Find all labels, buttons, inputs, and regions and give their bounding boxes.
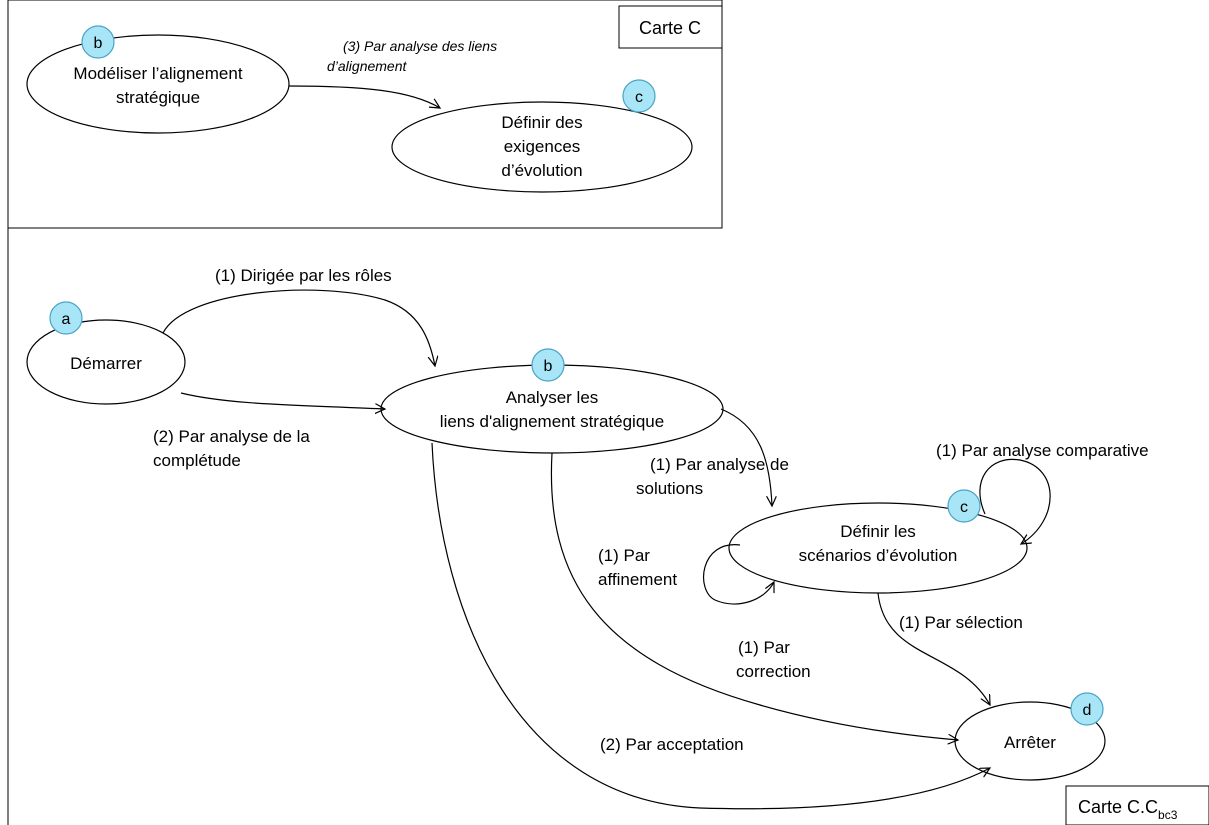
map-c-badge-c-text: c	[635, 89, 643, 106]
badge-b: b	[531, 348, 565, 382]
map-c-badge-b-text: b	[94, 35, 103, 52]
node-a-label: Démarrer	[70, 354, 142, 373]
badge-b-text: b	[544, 358, 553, 375]
edge-b-d-acceptation	[431, 442, 990, 810]
map-c-node-b-line2: stratégique	[116, 88, 200, 107]
map-c-badge-b: b	[81, 25, 115, 59]
map-c-edge-b-c-label-2: d’alignement	[327, 58, 407, 74]
map-c-edge-b-c	[288, 85, 440, 108]
edge-a-b-completude-label-1: (2) Par analyse de la	[153, 427, 310, 446]
badge-c-text: c	[960, 499, 968, 516]
map-c-node-c-line2: exigences	[504, 137, 581, 156]
edge-c-c-affinement-label-2: affinement	[598, 570, 677, 589]
edge-c-c-affinement-label-1: (1) Par	[598, 546, 650, 565]
map-c-node-c-line3: d’évolution	[501, 161, 582, 180]
map-c-badge-c: c	[622, 79, 656, 113]
map-cc-title: Carte C.Cbc3	[1078, 797, 1178, 822]
node-c-line2: scénarios d’évolution	[799, 546, 958, 565]
edge-c-c-affinement	[702, 544, 774, 605]
edge-c-c-comparative	[979, 458, 1051, 544]
edge-b-c-solutions	[720, 408, 772, 506]
map-c-node-b: Modéliser l’alignement stratégique	[26, 34, 290, 134]
badge-a-text: a	[62, 311, 71, 328]
edge-c-d-selection-label: (1) Par sélection	[899, 613, 1023, 632]
edge-a-b-roles-label: (1) Dirigée par les rôles	[215, 266, 392, 285]
edge-b-c-solutions-label-1: (1) Par analyse de	[650, 455, 789, 474]
map-cc-title-sub: bc3	[1158, 808, 1178, 822]
edge-b-d-correction-label-1: (1) Par	[738, 638, 790, 657]
node-b: Analyser les liens d'alignement stratégi…	[380, 364, 724, 454]
node-d-label: Arrêter	[1004, 733, 1056, 752]
node-c: Définir les scénarios d’évolution	[728, 502, 1028, 594]
map-cc-title-box: Carte C.Cbc3	[1065, 785, 1209, 825]
node-c-line1: Définir les	[840, 522, 916, 541]
node-a: Démarrer	[26, 319, 186, 405]
badge-c: c	[947, 489, 981, 523]
edge-a-b-completude	[180, 392, 385, 409]
edge-c-d-selection	[877, 592, 990, 705]
map-c-node-b-line1: Modéliser l’alignement	[73, 64, 242, 83]
map-c-node-c-line1: Définir des	[501, 113, 582, 132]
edge-c-c-comparative-label: (1) Par analyse comparative	[936, 441, 1149, 460]
map-cc-title-main: Carte C.C	[1078, 797, 1158, 817]
edge-a-b-roles	[162, 289, 435, 366]
map-c-edge-b-c-label-1: (3) Par analyse des liens	[343, 38, 497, 54]
map-c-node-c: Définir des exigences d’évolution	[391, 101, 693, 193]
edge-b-d-correction-label-2: correction	[736, 662, 811, 681]
badge-d: d	[1070, 692, 1104, 726]
edge-b-d-correction	[550, 452, 958, 740]
map-c-frame	[7, 0, 723, 229]
edge-b-d-acceptation-label: (2) Par acceptation	[600, 735, 744, 754]
badge-a: a	[49, 301, 83, 335]
map-c-title-box: Carte C	[618, 5, 723, 49]
node-b-line1: Analyser les	[506, 388, 599, 407]
edge-a-b-completude-label-2: complétude	[153, 451, 241, 470]
map-c-title: Carte C	[639, 18, 701, 38]
node-b-line2: liens d'alignement stratégique	[440, 412, 664, 431]
edge-b-c-solutions-label-2: solutions	[636, 479, 703, 498]
node-d: Arrêter	[954, 701, 1106, 781]
badge-d-text: d	[1083, 702, 1092, 719]
